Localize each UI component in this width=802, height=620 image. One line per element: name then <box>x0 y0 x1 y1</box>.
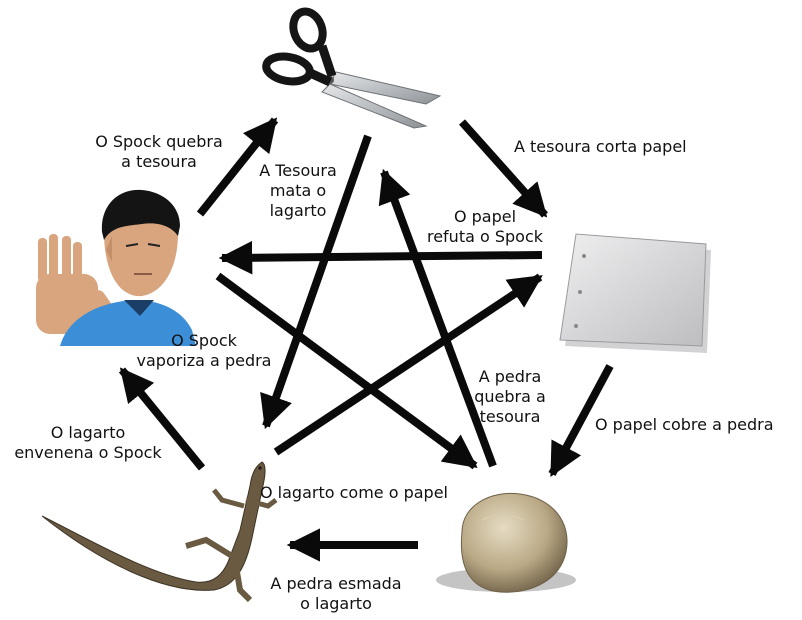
arrow-rock-to-scissors <box>378 168 497 468</box>
label-spock-breaks-scissors: O Spock quebra a tesoura <box>86 132 232 172</box>
label-line: O Spock <box>171 331 237 350</box>
label-spock-vaporizes-rock: O Spock vaporiza a pedra <box>128 331 280 371</box>
label-line: mata o <box>269 181 327 200</box>
scissors-icon <box>262 7 442 129</box>
label-line: vaporiza a pedra <box>136 351 272 370</box>
label-line: O papel cobre a pedra <box>595 415 774 434</box>
label-line: quebra a <box>474 387 546 406</box>
label-paper-covers-rock: O papel cobre a pedra <box>595 415 774 435</box>
arrow-spock-to-rock <box>215 272 478 470</box>
label-line: lagarto <box>269 201 327 220</box>
arrow-lizard-to-spock <box>118 367 206 471</box>
label-line: O papel <box>453 207 517 226</box>
label-line: O lagarto come o papel <box>260 483 448 502</box>
label-lizard-poisons-spock: O lagarto envenena o Spock <box>0 423 176 463</box>
arrow-paper-to-rock <box>548 364 614 477</box>
label-line: envenena o Spock <box>14 443 162 462</box>
arrow-lizard-to-paper <box>273 273 543 456</box>
label-rock-crushes-scissors: A pedra quebra a tesoura <box>470 367 550 427</box>
label-line: refuta o Spock <box>426 227 544 246</box>
label-scissors-kills-lizard: A Tesoura mata o lagarto <box>248 161 348 221</box>
arrow-scissors-to-paper <box>459 119 548 218</box>
arrow-spock-to-scissors <box>196 117 279 217</box>
label-line: A pedra esmada <box>270 574 402 593</box>
label-line: A Tesoura <box>259 161 337 180</box>
paper-sheet-icon <box>559 233 711 353</box>
lizard-icon <box>41 461 278 603</box>
arrow-paper-to-spock <box>218 240 543 275</box>
label-line: A tesoura corta papel <box>514 137 687 156</box>
rock-icon <box>436 492 576 593</box>
label-scissors-cuts-paper: A tesoura corta papel <box>514 137 687 157</box>
spock-icon <box>36 189 196 346</box>
label-line: A pedra <box>478 367 542 386</box>
arrow-scissors-to-lizard <box>260 134 372 430</box>
label-line: o lagarto <box>300 594 372 613</box>
label-line: O lagarto <box>50 423 126 442</box>
label-lizard-eats-paper: O lagarto come o papel <box>260 483 448 503</box>
arrows <box>118 117 614 562</box>
label-line: tesoura <box>479 407 541 426</box>
label-paper-disproves-spock: O papel refuta o Spock <box>422 207 548 247</box>
label-line: O Spock quebra <box>95 132 223 151</box>
label-line: a tesoura <box>121 152 197 171</box>
label-rock-crushes-lizard: A pedra esmada o lagarto <box>258 574 414 614</box>
